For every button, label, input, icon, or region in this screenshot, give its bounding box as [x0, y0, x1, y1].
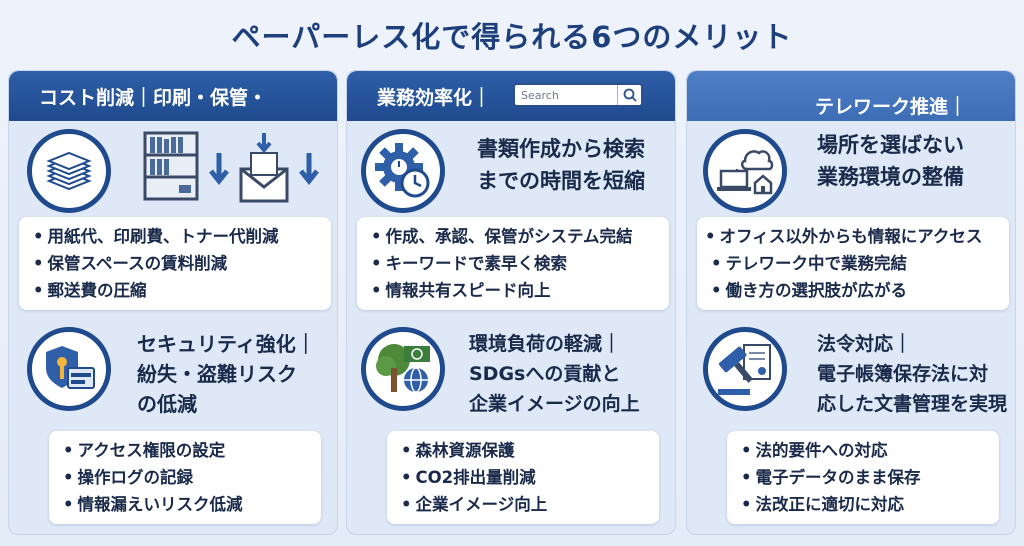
- heading-line: の低減: [137, 392, 197, 416]
- benefit-list-compliance: 法的要件への対応 電子データのまま保存 法改正に適切に対応: [727, 431, 999, 524]
- column-telework: テレワーク推進｜ 場所を選ばない 業務環境の整備 オフィス以外からも情報にアクセ…: [686, 70, 1016, 535]
- heading-line: 法令対応｜: [817, 333, 913, 355]
- list-item: 働き方の選択肢が広がる: [705, 277, 999, 304]
- heading-line: 場所を選ばない: [817, 133, 964, 157]
- section-heading-security: セキュリティ強化｜ 紛失・盗難リスク の低減: [137, 329, 316, 419]
- list-item: 郵送費の圧縮: [33, 277, 321, 304]
- heading-line: SDGsへの貢献と: [469, 363, 621, 385]
- heading-line: 書類作成から検索: [477, 137, 645, 161]
- heading-line: 環境負荷の軽減｜: [469, 333, 622, 355]
- benefit-list-efficiency: 作成、承認、保管がシステム完結 キーワードで素早く検索 情報共有スピード向上: [357, 217, 669, 310]
- column-header: テレワーク推進｜: [687, 71, 1015, 121]
- list-item: 法的要件への対応: [741, 437, 989, 464]
- search-input[interactable]: Search: [521, 88, 559, 102]
- list-item: 用紙代、印刷費、トナー代削減: [33, 223, 321, 250]
- page-title: ペーパーレス化で得られる6つのメリット: [231, 20, 793, 54]
- list-item: 作成、承認、保管がシステム完結: [371, 223, 659, 250]
- tree-globe-icon: [361, 327, 445, 411]
- heading-line: 業務環境の整備: [817, 165, 964, 189]
- section-heading-environment: 環境負荷の軽減｜ SDGsへの貢献と 企業イメージの向上: [469, 329, 640, 419]
- heading-line: 紛失・盗難リスク: [137, 362, 297, 386]
- gavel-document-icon: [703, 327, 787, 411]
- list-item: 情報漏えいリスク低減: [63, 491, 311, 518]
- section-heading-efficiency: 書類作成から検索 までの時間を短縮: [477, 133, 645, 197]
- heading-line: 企業イメージの向上: [469, 393, 640, 415]
- search-icon[interactable]: [617, 85, 641, 105]
- list-item: キーワードで素早く検索: [371, 250, 659, 277]
- list-item: 企業イメージ向上: [401, 491, 649, 518]
- benefit-list-environment: 森林資源保護 CO2排出量削減 企業イメージ向上: [387, 431, 659, 524]
- benefit-list-cost: 用紙代、印刷費、トナー代削減 保管スペースの賃料削減 郵送費の圧縮: [19, 217, 331, 310]
- cloud-laptop-icon: [703, 129, 787, 213]
- list-item: 情報共有スピード向上: [371, 277, 659, 304]
- benefit-list-telework: オフィス以外からも情報にアクセス テレワーク中で業務完結 働き方の選択肢が広がる: [697, 217, 1009, 310]
- column-header-label: 業務効率化｜: [377, 86, 492, 109]
- benefit-list-security: アクセス権限の設定 操作ログの記録 情報漏えいリスク低減: [49, 431, 321, 524]
- shield-key-icon: [27, 327, 111, 411]
- heading-line: 電子帳簿保存法に対: [817, 363, 989, 385]
- heading-line: までの時間を短縮: [477, 169, 645, 193]
- list-item: オフィス以外からも情報にアクセス: [705, 223, 999, 250]
- list-item: 保管スペースの賃料削減: [33, 250, 321, 277]
- column-cost-reduction: コスト削減｜印刷・保管・ 用紙代、印刷費、トナー代削減 保管スペースの賃料削減 …: [8, 70, 338, 535]
- column-header: コスト削減｜印刷・保管・: [9, 71, 337, 121]
- search-box[interactable]: Search: [513, 83, 643, 107]
- heading-line: セキュリティ強化｜: [137, 332, 316, 356]
- list-item: 法改正に適切に対応: [741, 491, 989, 518]
- column-efficiency: 業務効率化｜ Search 書類作成から検索 まで: [346, 70, 676, 535]
- list-item: テレワーク中で業務完結: [705, 250, 999, 277]
- gear-clock-icon: [361, 129, 445, 213]
- list-item: 操作ログの記録: [63, 464, 311, 491]
- list-item: 森林資源保護: [401, 437, 649, 464]
- heading-line: 応した文書管理を実現: [817, 393, 1008, 415]
- paper-stack-icon: [27, 129, 111, 213]
- list-item: CO2排出量削減: [401, 464, 649, 491]
- list-item: アクセス権限の設定: [63, 437, 311, 464]
- list-item: 電子データのまま保存: [741, 464, 989, 491]
- section-heading-telework: 場所を選ばない 業務環境の整備: [817, 129, 964, 193]
- section-heading-compliance: 法令対応｜ 電子帳簿保存法に対 応した文書管理を実現: [817, 329, 1007, 419]
- storage-mail-illustration: [143, 131, 319, 203]
